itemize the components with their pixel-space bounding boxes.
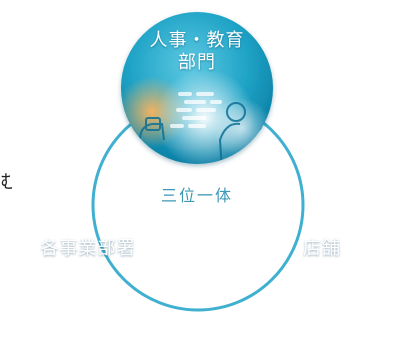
node-store-label-text: 店舗 — [303, 238, 341, 259]
center-label: 三位一体 — [160, 186, 233, 205]
node-hr-label: 人事・教育 部門 — [137, 30, 257, 74]
node-store-label: 店舗 — [282, 238, 362, 260]
people-illustration — [121, 68, 272, 164]
node-hr-education — [121, 12, 273, 164]
node-hr-label-line1: 人事・教育 — [149, 30, 245, 51]
node-hr-label-line2: 部門 — [178, 52, 216, 73]
stray-glyph: む — [0, 172, 12, 190]
node-departments-label: 各事業部署 — [28, 238, 148, 260]
node-departments-label-text: 各事業部署 — [40, 238, 136, 259]
